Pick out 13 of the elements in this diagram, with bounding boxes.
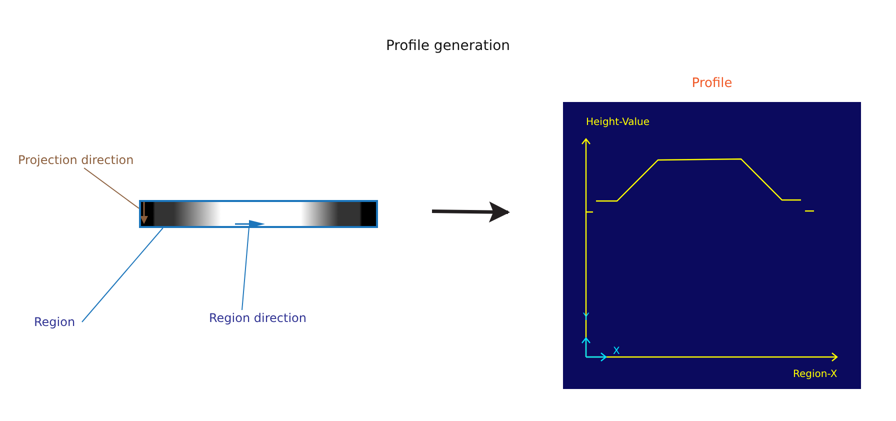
arrow (432, 201, 510, 222)
leader-line (82, 228, 164, 322)
axis-label: Region-X (793, 369, 838, 381)
plot-title: Profile (690, 75, 734, 93)
diagram-title: Profile generation (384, 38, 512, 54)
axis-label: X (613, 346, 620, 358)
callout-text: Projection direction (18, 152, 134, 168)
callout-text: Region (34, 314, 76, 330)
callout-text: Region direction (209, 310, 306, 326)
region-bar (139, 200, 378, 228)
leader-line (84, 168, 140, 209)
leader-line (242, 228, 250, 310)
axis-label: Height-Value (586, 117, 650, 129)
